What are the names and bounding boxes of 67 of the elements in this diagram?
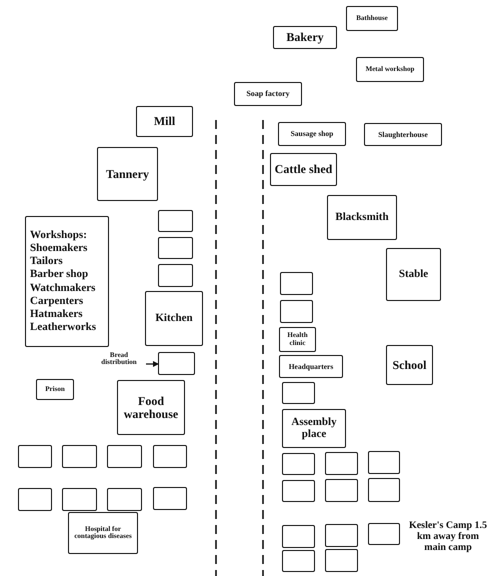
building-box [36,379,74,400]
building-box [325,452,358,475]
map-note: Kesler's Camp 1.5 km away from main camp [408,520,488,553]
list-item: Watchmakers [30,282,96,295]
building-box [282,525,315,548]
building-name: Stable [398,268,428,280]
building-box [282,453,315,475]
building-box [158,352,195,375]
building-name: Food warehouse [122,394,180,420]
building-box [97,147,158,201]
building-box [278,122,346,146]
building-name: Mill [154,115,176,128]
building-box [62,445,97,468]
building-box [18,445,52,468]
building-box [386,248,441,301]
building-box [368,523,400,545]
list-heading: Workshops: [30,228,87,242]
building-box [62,488,97,511]
building-box [234,82,302,106]
building-box [68,512,138,554]
building-box [282,480,315,502]
building-box [356,57,424,82]
building-box [270,153,337,186]
building-box [280,272,313,295]
list-item: Tailors [30,255,63,268]
building-box [282,382,315,404]
building-name: School [392,358,426,372]
building-box [327,195,397,240]
building-box [153,487,187,510]
building-box [364,123,442,146]
list-item: Leatherworks [30,321,96,334]
list-item: Carpenters [30,294,84,308]
building-box [280,300,313,323]
building-name: Kitchen [155,312,193,324]
building-box [273,26,337,49]
list-item: Shoemakers [30,242,88,256]
leader-arrow [146,361,159,367]
building-box [279,355,343,378]
building-box [346,6,398,31]
building-box [153,445,187,468]
building-box [136,106,193,137]
building-name: Cattle shed [274,163,332,176]
building-box [368,478,400,502]
building-box [145,291,203,346]
building-box [107,445,142,468]
building-box [282,409,346,448]
building-box [158,210,193,232]
building-name: Soap factory [246,90,290,98]
building-name: Tannery [106,168,149,180]
building-box [158,237,193,259]
building-name: Bakery [286,31,324,44]
building-box [107,488,142,511]
building-box [279,327,316,352]
building-box [25,216,109,347]
list-item: Barber shop [30,268,88,282]
building-box [158,264,193,287]
building-box [18,488,52,511]
building-box [325,524,358,547]
building-box [386,345,433,385]
building-name: Assembly place [290,416,338,440]
building-name: Blacksmith [335,212,389,224]
building-box [325,549,358,572]
building-box [117,380,185,435]
building-box [368,451,400,474]
building-box [282,550,315,572]
building-box [325,479,358,502]
list-item: Hatmakers [30,308,83,322]
